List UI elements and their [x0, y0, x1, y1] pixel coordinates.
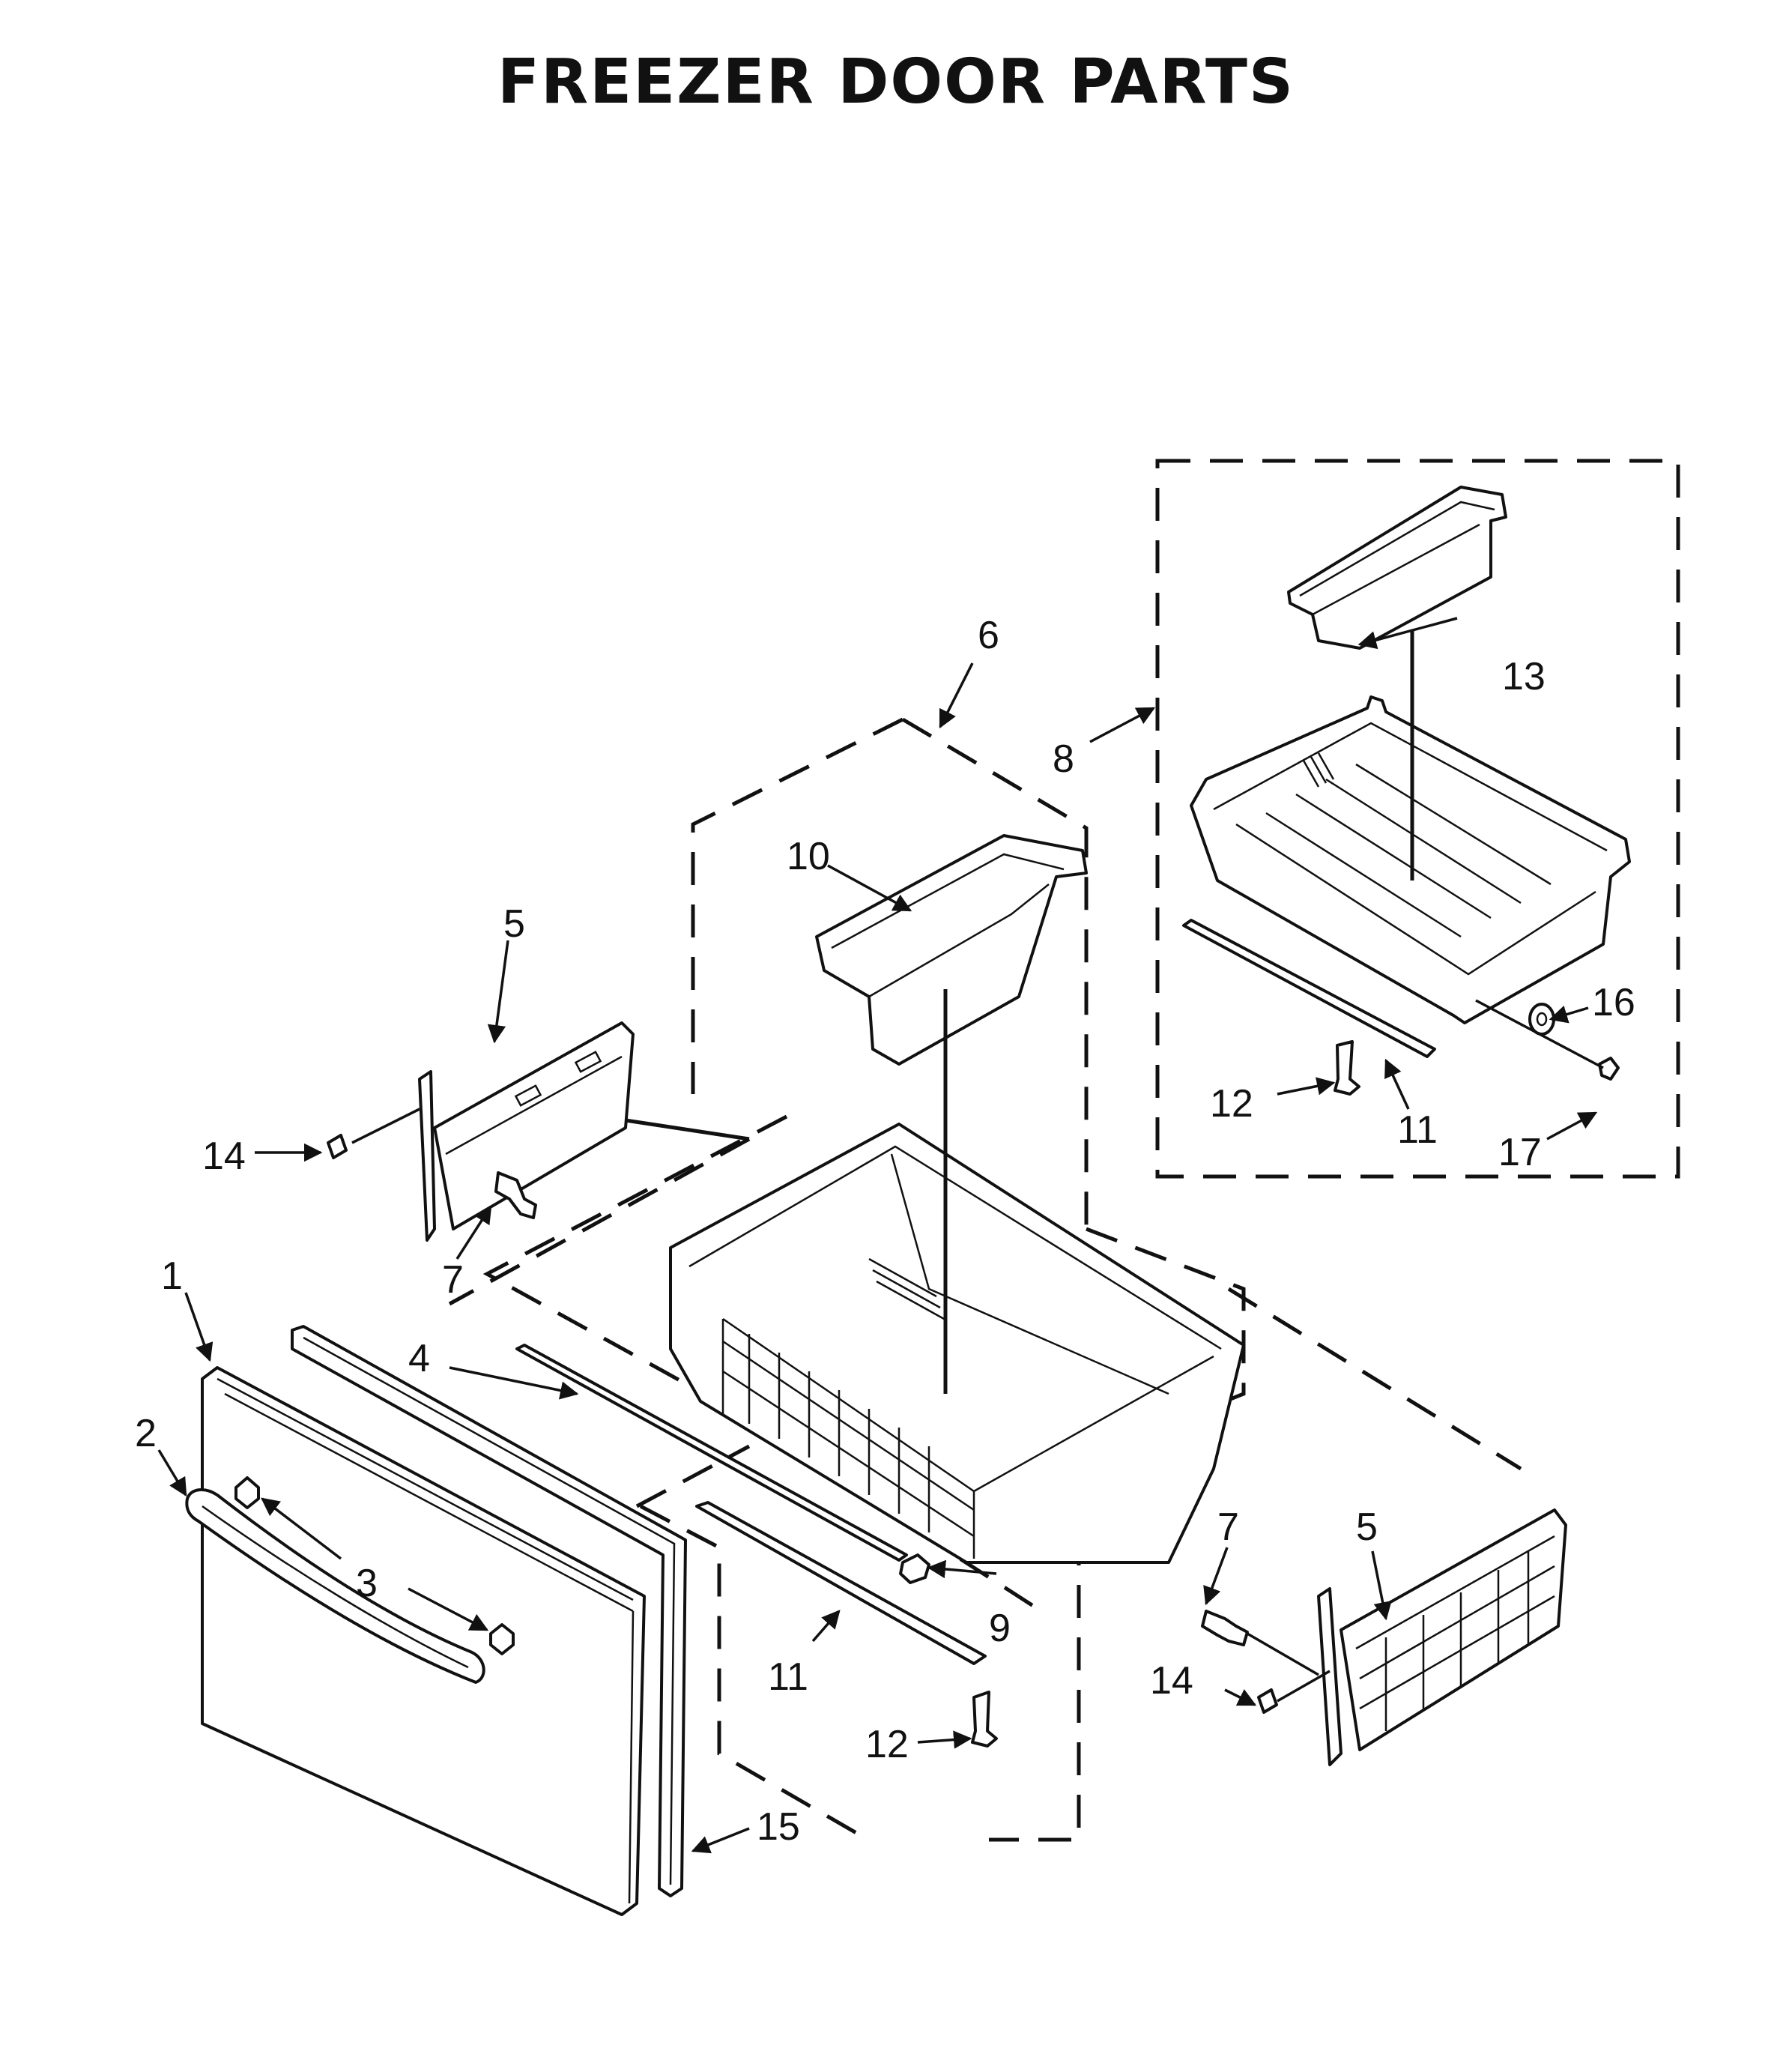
- callout-10: 10: [787, 835, 830, 878]
- clip-right: [1257, 1688, 1278, 1714]
- drawer-bolt-center: [971, 1691, 998, 1748]
- drawer-rod: [515, 1344, 908, 1562]
- lower-dashed-box: [635, 1444, 1081, 1842]
- upper-small-bin: [1287, 486, 1507, 650]
- callout-7-left: 7: [442, 1258, 464, 1302]
- callout-14-right: 14: [1150, 1659, 1193, 1703]
- handle-screw-top: [234, 1476, 260, 1509]
- diagram-title: FREEZER DOOR PARTS: [497, 46, 1295, 118]
- callout-1: 1: [161, 1254, 183, 1298]
- callout-15: 15: [757, 1805, 800, 1849]
- drawer-bolt-right: [1334, 1040, 1360, 1096]
- callout-11-right: 11: [1397, 1108, 1438, 1152]
- callout-12-right: 12: [1210, 1082, 1253, 1126]
- slide-rail-left: [418, 1021, 635, 1242]
- callout-13: 13: [1502, 655, 1546, 698]
- callout-17: 17: [1498, 1131, 1542, 1174]
- screw-axis-left: [625, 1118, 750, 1141]
- bushing: [899, 1553, 930, 1584]
- callout-11-center: 11: [768, 1655, 808, 1699]
- callout-8: 8: [1053, 737, 1074, 781]
- drawer-slide-strip-center: [695, 1501, 987, 1665]
- callout-4: 4: [408, 1337, 430, 1380]
- rail-connector-dashed-right: [1227, 1287, 1522, 1471]
- door-gasket: [291, 1325, 687, 1897]
- screw-axis-16-17: [1475, 999, 1604, 1069]
- callout-9: 9: [989, 1607, 1011, 1650]
- leader-lines: [157, 617, 1598, 1854]
- callout-3: 3: [356, 1562, 378, 1605]
- callout-14-left: 14: [202, 1135, 246, 1178]
- clip-axis-right: [1277, 1670, 1331, 1703]
- freezer-drawer-basket: [669, 1123, 1245, 1564]
- handle-screw-bottom: [489, 1623, 515, 1655]
- clip-axis-left: [351, 1108, 420, 1144]
- assembly-8-dashed-box: [1155, 459, 1680, 1179]
- clip-left: [327, 1134, 348, 1159]
- rail-screw-left: [494, 1171, 537, 1219]
- callout-2: 2: [135, 1412, 157, 1455]
- drawer-slide-strip-right: [1182, 919, 1436, 1058]
- callout-5-left: 5: [503, 902, 525, 946]
- slide-rail-right: [1317, 1508, 1567, 1766]
- small-freezer-bin: [815, 834, 1088, 1066]
- door-handle: [185, 1488, 485, 1684]
- callout-7-right: 7: [1217, 1505, 1239, 1549]
- screw-axis-right: [1247, 1632, 1319, 1676]
- rail-screw-right: [1201, 1610, 1249, 1646]
- small-screw: [1598, 1057, 1620, 1081]
- callout-16: 16: [1592, 981, 1635, 1024]
- callout-6: 6: [978, 614, 999, 657]
- callout-5-right: 5: [1356, 1505, 1378, 1549]
- callout-12-center: 12: [865, 1723, 909, 1766]
